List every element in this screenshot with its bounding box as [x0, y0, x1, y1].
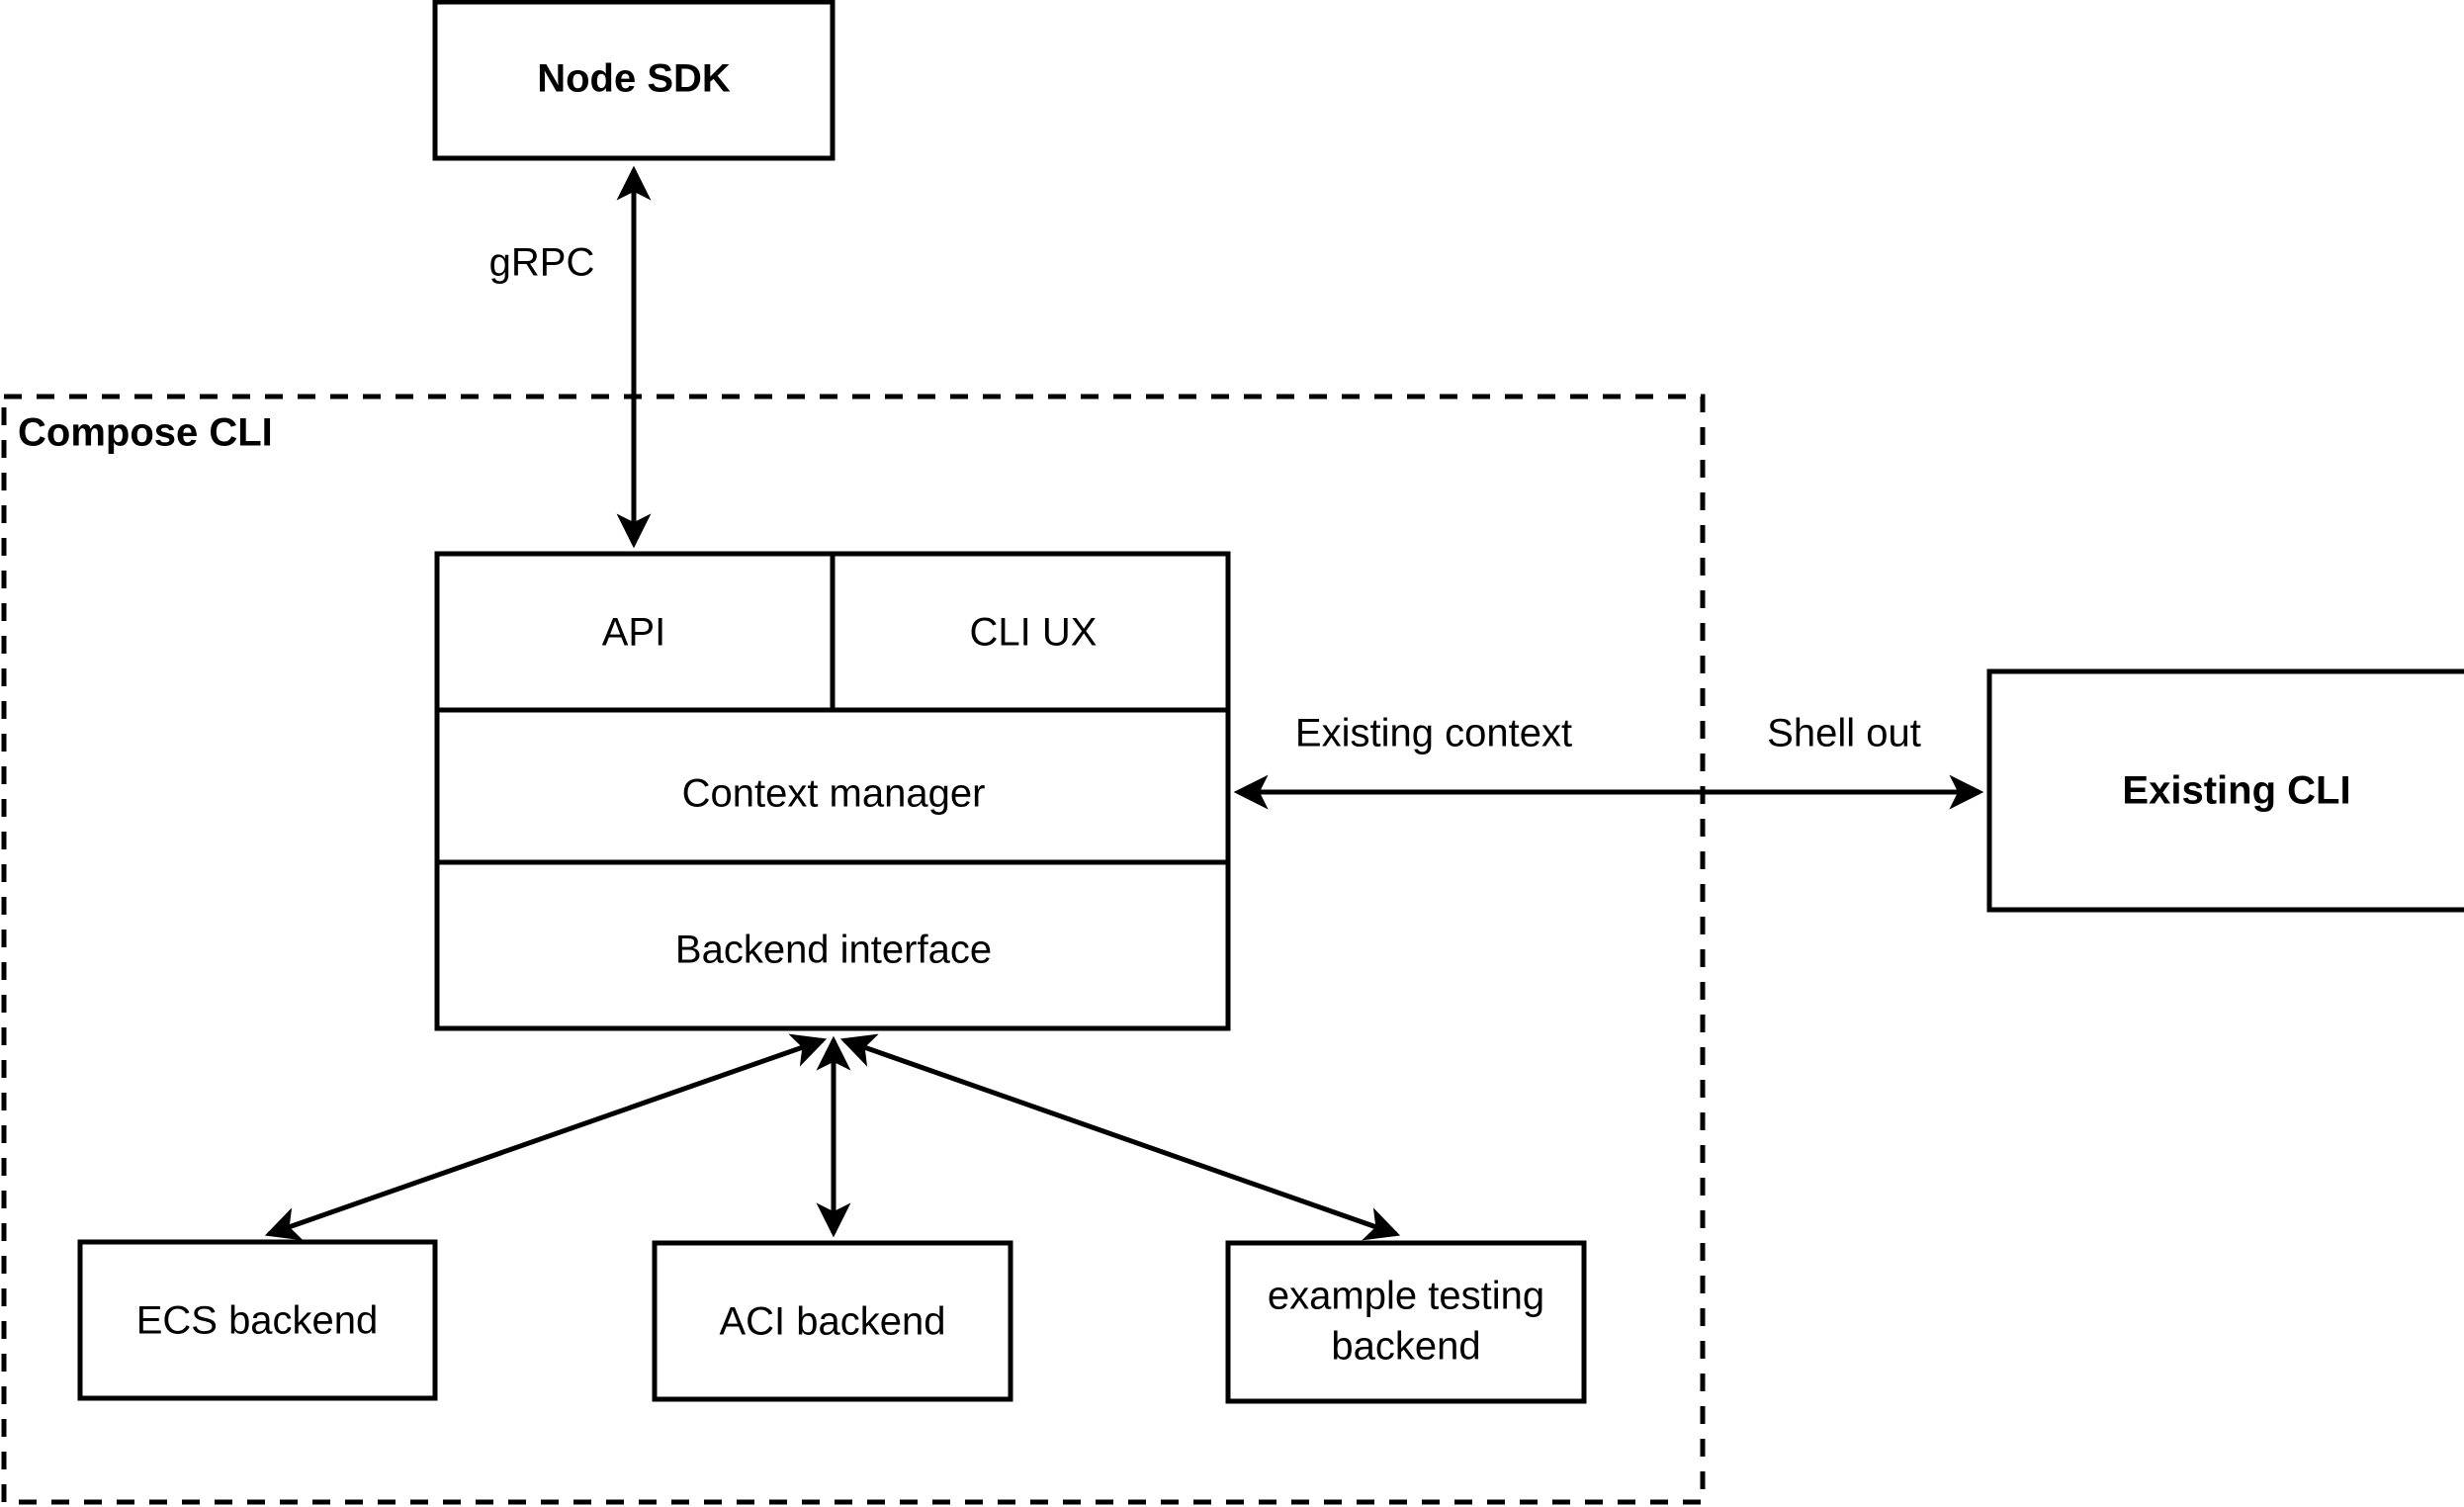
existing-cli-box: [1986, 668, 2464, 913]
backend-to-ecs-edge: [264, 1033, 828, 1241]
example-testing-backend-box: [1225, 1240, 1587, 1404]
aci-backend-label: ACI backend: [719, 1300, 945, 1344]
context-manager-label: Context manager: [682, 772, 986, 816]
aci-backend-box: [652, 1240, 1013, 1402]
existing-context-edge-label: Existing context: [1295, 712, 1572, 755]
backend-to-example-edge: [839, 1033, 1401, 1241]
node-sdk-label: Node SDK: [537, 57, 731, 101]
existing-cli-label: Existing CLI: [2122, 769, 2350, 813]
node-sdk-box: [432, 0, 836, 161]
cli-ux-label: CLI UX: [970, 611, 1098, 655]
shell-out-edge-label: Shell out: [1767, 712, 1921, 755]
example-testing-backend-label-line1: example testing: [1268, 1275, 1544, 1318]
compose-cli-group-boundary: [1, 394, 1706, 1505]
example-testing-backend-label-line2: backend: [1331, 1325, 1480, 1369]
api-label: API: [602, 611, 665, 655]
backend-interface-label: Backend interface: [675, 929, 992, 972]
grpc-edge-label: gRPC: [489, 241, 595, 285]
ecs-backend-label: ECS backend: [136, 1299, 379, 1343]
compose-cli-group-label: Compose CLI: [18, 411, 273, 455]
ecs-backend-box: [77, 1239, 438, 1401]
